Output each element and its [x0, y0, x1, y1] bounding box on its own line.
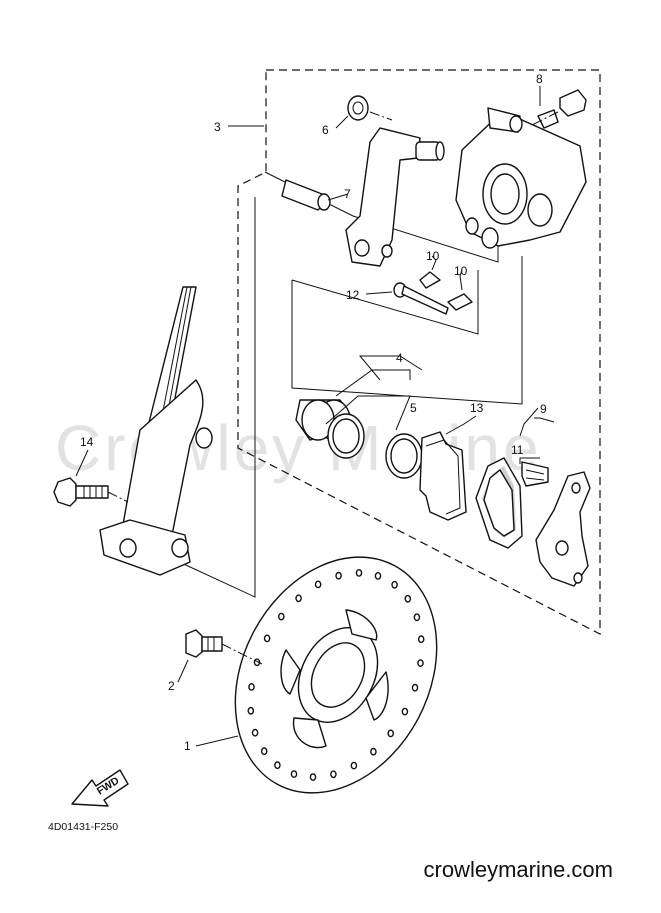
caliper-assembly-boundary	[237, 69, 601, 635]
disc-vent-holes	[247, 569, 425, 781]
callout-3: 3	[214, 120, 221, 134]
callout-7: 7	[344, 187, 351, 201]
pad-plate-9	[535, 471, 591, 587]
callout-1: 1	[184, 739, 191, 753]
pad-spring-11	[521, 461, 549, 487]
disc-vent-hole	[309, 773, 317, 781]
disc-vent-hole	[374, 572, 382, 580]
pad-shim-13	[419, 431, 467, 521]
disc-vent-hole	[335, 571, 342, 580]
disc-vent-hole	[263, 634, 271, 643]
callout-10a: 10	[426, 249, 440, 263]
bolt-2	[185, 629, 223, 658]
diagram-code: 4D01431-F250	[48, 821, 118, 833]
disc-vent-hole	[413, 613, 421, 622]
callout-14: 14	[80, 435, 94, 449]
disc-vent-hole	[391, 580, 398, 589]
caliper-bracket	[345, 127, 445, 267]
callout-4: 4	[396, 351, 403, 365]
disc-vent-hole	[260, 747, 268, 756]
clip-10b	[447, 293, 473, 311]
callout-2: 2	[168, 679, 175, 693]
fwd-arrow-icon: FWD	[71, 769, 129, 807]
disc-vent-hole	[290, 770, 298, 778]
disc-vent-hole	[355, 569, 363, 577]
clip-10a	[419, 271, 441, 289]
disc-vent-hole	[251, 728, 259, 737]
disc-vent-hole	[350, 761, 358, 770]
footer-site-name: crowleymarine.com	[423, 857, 614, 882]
disc-vent-hole	[295, 594, 302, 603]
disc-vent-hole	[417, 635, 425, 644]
disc-vent-hole	[370, 747, 377, 756]
brake-disc	[234, 556, 438, 794]
disc-vent-hole	[274, 761, 281, 770]
disc-vent-hole	[387, 729, 395, 738]
callout-12: 12	[346, 288, 360, 302]
disc-vent-hole	[417, 659, 424, 667]
seal-5a	[327, 413, 365, 459]
callout-9: 9	[540, 402, 547, 416]
pin-7	[281, 179, 331, 211]
disc-vent-hole	[247, 706, 255, 715]
front-fork-leg	[99, 286, 213, 576]
bleed-screw-8	[529, 89, 587, 129]
callout-6: 6	[322, 123, 329, 137]
disc-vent-hole	[248, 683, 255, 691]
callout-10b: 10	[454, 264, 468, 278]
boot-6	[347, 95, 393, 121]
fork-to-caliper-line	[174, 197, 256, 598]
callout-8: 8	[536, 72, 543, 86]
bolt-14	[53, 477, 109, 507]
pad-pin-12	[393, 282, 449, 315]
brake-pad	[475, 457, 523, 549]
callout-13: 13	[470, 401, 484, 415]
callout-5: 5	[410, 401, 417, 415]
callout-11: 11	[511, 443, 524, 457]
pin-subgroup-outline	[291, 256, 523, 405]
disc-vent-hole	[314, 580, 322, 589]
disc-vent-hole	[330, 770, 337, 779]
seal-5b	[385, 433, 423, 479]
disc-vent-hole	[277, 612, 285, 621]
disc-vent-hole	[404, 594, 412, 603]
caliper-body	[455, 107, 587, 249]
callout-leaders	[75, 86, 555, 747]
disc-vent-hole	[401, 707, 409, 716]
disc-vent-hole	[411, 683, 419, 692]
